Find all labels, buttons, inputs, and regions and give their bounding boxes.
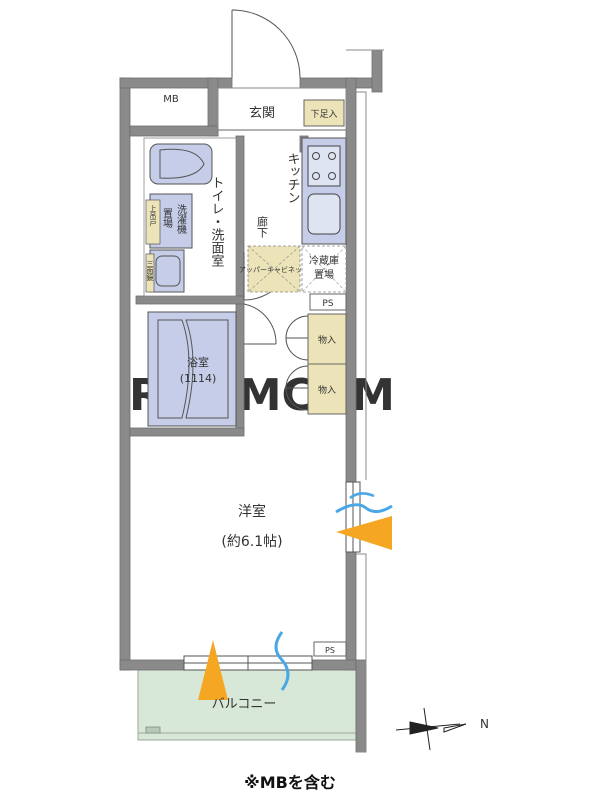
- ps-top: [309, 293, 347, 311]
- mirror-cabinet: [145, 253, 155, 293]
- sunlight-arrow-east: [336, 516, 392, 550]
- balcony-window: [183, 655, 313, 671]
- storage-1-label: 物入: [318, 334, 336, 346]
- compass-icon: [395, 707, 467, 751]
- storage-2: [307, 363, 347, 415]
- corridor-label: 廊下: [256, 215, 269, 239]
- western-room-size: (約6.1帖): [221, 534, 282, 550]
- western-room-label: 洋室: [238, 503, 266, 520]
- fridge-label: 冷蔵庫: [309, 254, 339, 267]
- fridge-place-label: 置場: [314, 268, 334, 281]
- toilet-fixture: [149, 143, 213, 185]
- toilet-washroom-label: トイレ・洗面室: [209, 176, 225, 267]
- sink-icon: [307, 193, 341, 235]
- washer-label: 洗濯機: [175, 204, 187, 235]
- bath-size-label: (1114): [180, 372, 217, 385]
- genkan-label: 玄関: [249, 106, 275, 121]
- storage-1: [307, 313, 347, 365]
- balcony-area: [137, 667, 357, 741]
- upper-cabinet-kitchen-label: アッパーキャビネット: [239, 265, 309, 274]
- sunlight-arrow-south: [198, 640, 228, 700]
- wind-icon-east: [335, 503, 393, 514]
- entrance-door: [231, 9, 301, 79]
- mirror-cabinet-label: 三面鏡: [146, 260, 154, 282]
- right-window: [345, 481, 361, 553]
- ps-bottom-label: PS: [325, 646, 335, 655]
- wind-icon-south: [274, 631, 290, 691]
- kitchen-label: キッチン: [285, 152, 300, 204]
- compass-label: N: [480, 717, 489, 731]
- shoe-box: [303, 99, 345, 127]
- bathroom: [147, 311, 237, 427]
- shoe-box-label: 下足入: [310, 109, 337, 120]
- bath-label: 浴室: [187, 355, 209, 369]
- stove-icon: [307, 145, 341, 187]
- footnote: ※MBを含む: [244, 773, 336, 792]
- balcony-label: バルコニー: [212, 697, 277, 712]
- washer-place-label: 置場: [161, 208, 173, 229]
- storage-2-label: 物入: [318, 384, 336, 396]
- ps-bottom: [313, 641, 347, 657]
- upper-cabinet-label: 上吊戸: [149, 204, 157, 227]
- mb-label: MB: [163, 94, 179, 105]
- ps-top-label: PS: [322, 299, 333, 309]
